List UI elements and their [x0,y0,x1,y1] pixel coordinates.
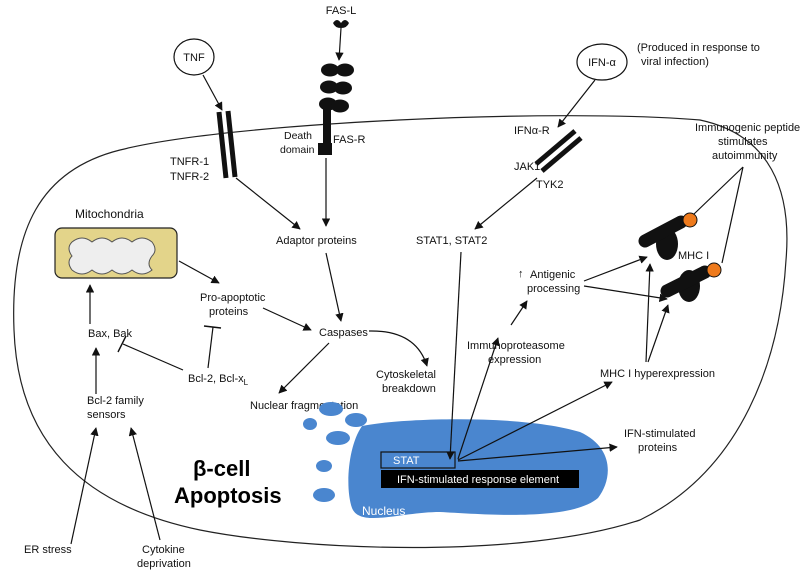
bcl2-label: Bcl-2, Bcl-xL [188,373,249,387]
cytoskeletal-label-1: Cytoskeletal [376,369,436,381]
bcl2-sensors-label-1: Bcl-2 family [87,395,144,407]
ifnar-label: IFNα-R [514,125,550,137]
fas-r-label: FAS-R [333,134,365,146]
mhc-i-molecule-upper [638,212,698,260]
line-immunogenic-lower [721,166,744,264]
stat-box [380,451,456,469]
mitochondria-label: Mitochondria [75,207,144,221]
stat-label: STAT [393,455,420,467]
immunogenic-label-3: autoimmunity [712,150,778,162]
tnf-binding-arrow [202,74,223,111]
arrow-nucleus-ifnproteins [457,443,618,462]
ifn-proteins-label-1: IFN-stimulated [624,428,696,440]
isre-bar [381,470,579,488]
fas-l-binding-arrow [335,27,344,61]
arrow-tnfr-adaptor [235,177,301,230]
arrow-antigenic-mhc-lower [583,285,668,302]
tyk2-label: TYK2 [536,179,564,191]
tnf-ligand: TNF [173,38,215,76]
immunoproteasome-label-2: expression [488,354,541,366]
mhc-i-label: MHC I [678,250,709,262]
nucleus [348,419,608,519]
arrow-cytokine-sensors [128,427,161,541]
arrow-stat-nucleus [446,251,462,460]
ifn-alpha-label: IFN-α [588,57,616,69]
tnfr1-label: TNFR-1 [170,156,209,168]
mhc-i-molecule-lower [660,262,722,302]
increase-arrow-icon: ↑ [518,268,524,280]
title-line-2: Apoptosis [174,483,282,508]
cytokine-label-2: deprivation [137,558,191,570]
ifnar-receptor [534,129,583,173]
arrow-proapoptotic-caspases [262,307,312,331]
inhibit-bcl2-proapoptotic [207,326,214,369]
tnfr2-label: TNFR-2 [170,171,209,183]
mitochondria-icon [54,227,178,279]
arrow-caspases-nuclear [278,342,330,394]
title-line-1: β-cell [193,456,250,481]
bcl2-sensors-label-2: sensors [87,409,126,421]
inhibition-bars [117,325,222,371]
ifn-binding-arrow [557,79,596,128]
bax-bak-label: Bax, Bak [88,328,133,340]
inhibit-bcl2-baxbak [122,343,184,371]
tnf-label: TNF [183,52,205,64]
arrow-nucleus-mhchyper [457,381,613,461]
pro-apoptotic-label-1: Pro-apoptotic [200,292,266,304]
nuclear-fragment-blobs [303,402,367,502]
adaptor-proteins-label: Adaptor proteins [276,235,357,247]
cytoskeletal-label-2: breakdown [382,383,436,395]
arrow-nucleus-immunoproteasome [457,337,500,460]
arrow-adaptor-caspases [325,252,344,322]
domain-label: domain [280,144,315,156]
immunoproteasome-label-1: Immunoproteasome [467,340,565,352]
pathway-arrows [70,158,744,545]
caspases-label: Caspases [319,327,368,339]
arrow-caspases-cytoskeletal [368,330,429,367]
er-stress-label: ER stress [24,544,72,556]
antigenic-label-2: processing [527,283,580,295]
antigenic-label-1: Antigenic [530,269,576,281]
immunogenic-label-2: stimulates [718,136,768,148]
arrow-hyper-mhc-lower [647,304,670,363]
arrow-immunoproteasome-antigenic [510,300,528,326]
pro-apoptotic-label-2: proteins [209,306,249,318]
tnfr-receptor [216,110,238,179]
ifn-source-note-2: viral infection) [641,56,709,68]
ifn-alpha-ligand: IFN-α [576,43,628,81]
immunogenic-label-1: Immunogenic peptide [695,122,800,134]
line-immunogenic-upper [693,166,744,215]
jak1-label: JAK1 [514,161,540,173]
fas-r-receptor [318,63,354,155]
mhc-hyperexpression-label: MHC I hyperexpression [600,368,715,380]
fas-l-ligand-icon [333,20,349,28]
arrow-ifnar-stat [474,177,538,230]
arrow-er-sensors [70,427,99,545]
isre-label: IFN-stimulated response element [397,474,559,486]
ifn-source-note-1: (Produced in response to [637,42,760,54]
arrow-mito-proapoptotic [178,260,220,284]
nucleus-label: Nucleus [362,504,405,518]
ifn-proteins-label-2: proteins [638,442,678,454]
stat1-stat2-label: STAT1, STAT2 [416,235,487,247]
arrow-antigenic-mhc-upper [583,255,648,282]
cell-membrane [13,115,788,549]
fas-l-label: FAS-L [326,5,357,17]
arrow-hyper-mhc-upper [645,263,654,363]
cytokine-label-1: Cytokine [142,544,185,556]
death-label: Death [284,130,312,142]
